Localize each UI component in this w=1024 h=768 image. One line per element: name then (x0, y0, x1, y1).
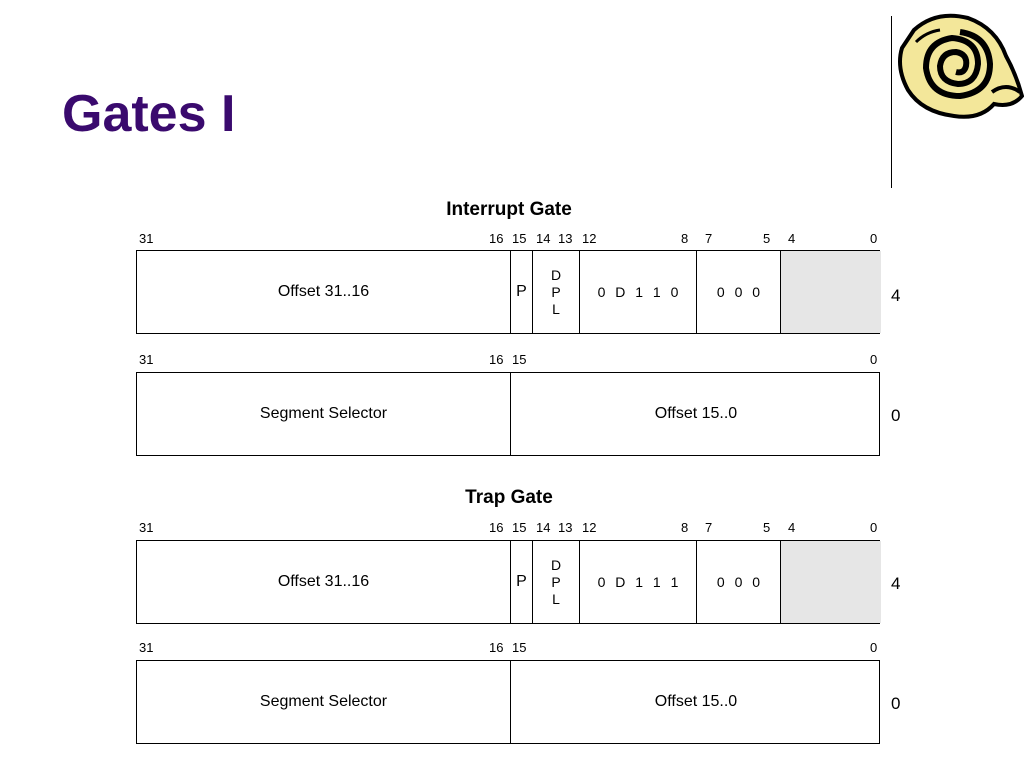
interrupt-gate-lower-dword: Segment Selector Offset 15..0 (136, 372, 880, 456)
offset-low-field: Offset 15..0 (511, 373, 881, 455)
bit-label-0: 0 (870, 352, 878, 367)
segment-selector-field: Segment Selector (137, 373, 511, 455)
bit-label-12: 12 (582, 520, 597, 535)
bit-label-7: 7 (705, 520, 713, 535)
dpl-field: D P L (533, 541, 580, 623)
present-bit-label: P (516, 283, 527, 300)
bit-label-7: 7 (705, 231, 713, 246)
bit-label-16: 16 (489, 640, 504, 655)
byte-offset-label: 0 (891, 406, 901, 425)
bit-label-0: 0 (870, 231, 878, 246)
interrupt-gate-upper-dword: Offset 31..16 P D P L 0 D 1 1 0 0 0 0 (136, 250, 881, 334)
bit-label-31: 31 (139, 640, 154, 655)
bit-label-14: 14 (536, 231, 551, 246)
trap-gate-lower-dword: Segment Selector Offset 15..0 (136, 660, 880, 744)
byte-offset-label: 4 (891, 574, 901, 593)
interrupt-gate-title: Interrupt Gate (446, 199, 572, 220)
type-field: 0 D 1 1 0 (580, 251, 697, 333)
bit-label-0: 0 (870, 520, 878, 535)
present-bit-field: P (511, 541, 533, 623)
trap-gate-upper-dword: Offset 31..16 P D P L 0 D 1 1 1 0 0 0 (136, 540, 881, 624)
dpl-letter-d: D (550, 266, 562, 283)
reserved-field (781, 251, 881, 333)
bit-label-31: 31 (139, 352, 154, 367)
dpl-letter-d: D (550, 556, 562, 573)
segment-selector-field: Segment Selector (137, 661, 511, 743)
bit-label-31: 31 (139, 231, 154, 246)
reserved-field (781, 541, 881, 623)
zero-bits-field: 0 0 0 (697, 541, 781, 623)
bit-label-15: 15 (512, 640, 527, 655)
byte-offset-label: 0 (891, 694, 901, 713)
bit-label-5: 5 (763, 520, 771, 535)
bit-label-14: 14 (536, 520, 551, 535)
bit-label-13: 13 (558, 231, 573, 246)
present-bit-label: P (516, 573, 527, 590)
dpl-letter-p: P (551, 283, 561, 300)
type-bits: 0 D 1 1 1 (597, 574, 679, 590)
zero-bits: 0 0 0 (716, 284, 761, 300)
segment-selector-label: Segment Selector (259, 693, 388, 710)
offset-high-field: Offset 31..16 (137, 541, 511, 623)
dpl-letter-l: L (552, 300, 560, 317)
zero-bits: 0 0 0 (716, 574, 761, 590)
slide-title: Gates I (62, 85, 236, 143)
offset-high-label: Offset 31..16 (277, 283, 370, 300)
bit-label-0: 0 (870, 640, 878, 655)
zero-bits-field: 0 0 0 (697, 251, 781, 333)
bit-label-12: 12 (582, 231, 597, 246)
present-bit-field: P (511, 251, 533, 333)
bit-label-8: 8 (681, 520, 689, 535)
bit-label-4: 4 (788, 231, 796, 246)
bit-label-15: 15 (512, 231, 527, 246)
bit-label-31: 31 (139, 520, 154, 535)
bit-label-8: 8 (681, 231, 689, 246)
segment-selector-label: Segment Selector (259, 405, 388, 422)
bit-label-4: 4 (788, 520, 796, 535)
bit-label-15: 15 (512, 352, 527, 367)
offset-low-label: Offset 15..0 (654, 405, 738, 422)
offset-low-field: Offset 15..0 (511, 661, 881, 743)
offset-high-label: Offset 31..16 (277, 573, 370, 590)
type-bits: 0 D 1 1 0 (597, 284, 679, 300)
divider-line (891, 16, 892, 188)
type-field: 0 D 1 1 1 (580, 541, 697, 623)
bit-label-16: 16 (489, 520, 504, 535)
trap-gate-title: Trap Gate (465, 487, 553, 508)
bit-label-13: 13 (558, 520, 573, 535)
bit-label-16: 16 (489, 231, 504, 246)
dpl-letter-l: L (552, 590, 560, 607)
bit-label-16: 16 (489, 352, 504, 367)
dpl-letter-p: P (551, 573, 561, 590)
offset-high-field: Offset 31..16 (137, 251, 511, 333)
dpl-field: D P L (533, 251, 580, 333)
bit-label-5: 5 (763, 231, 771, 246)
scroll-logo-icon (898, 13, 1024, 119)
offset-low-label: Offset 15..0 (654, 693, 738, 710)
bit-label-15: 15 (512, 520, 527, 535)
byte-offset-label: 4 (891, 286, 901, 305)
